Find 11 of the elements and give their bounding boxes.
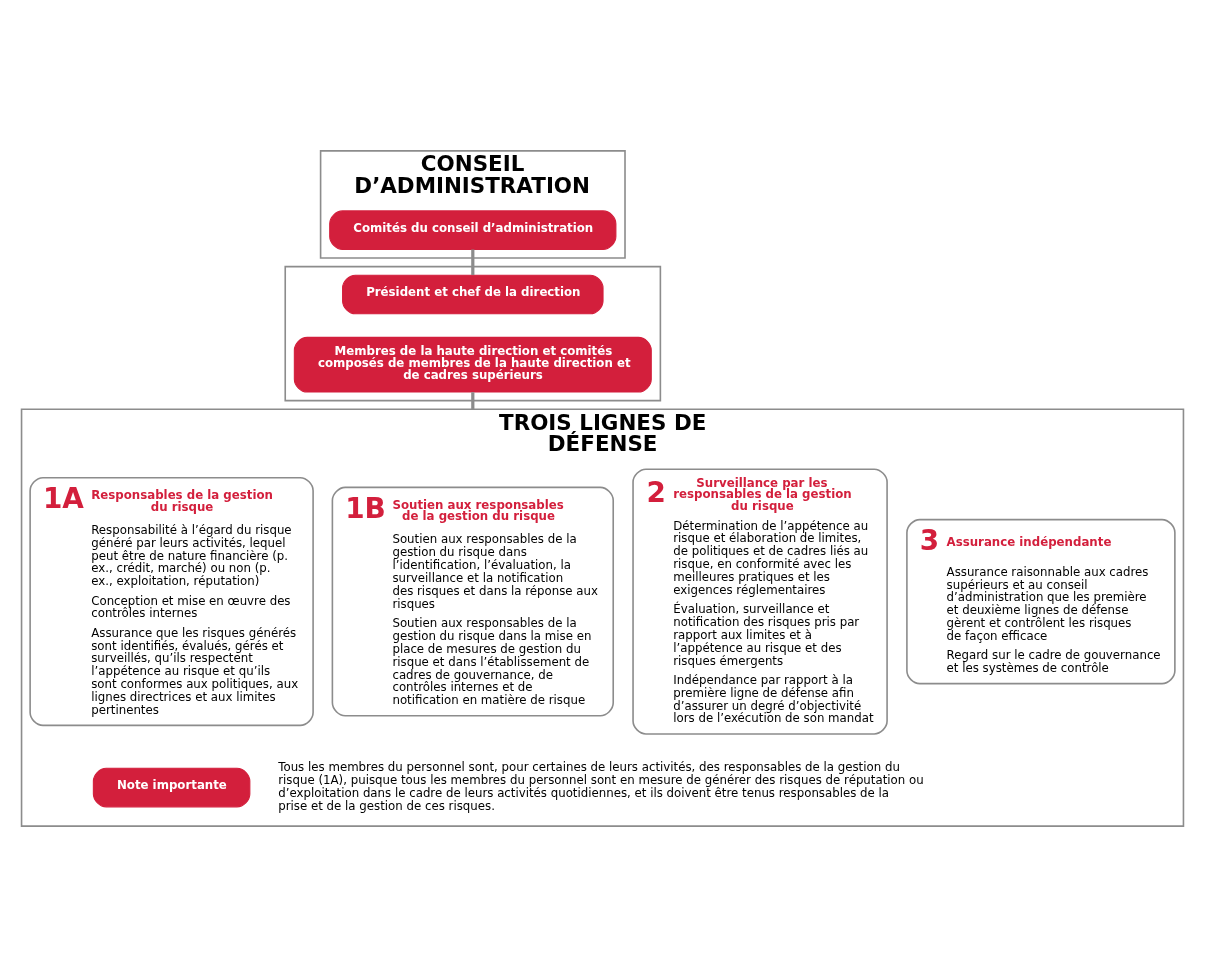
node-box: 2 Surveillance par les responsables de la gestion du risque Détermination de l’appétence au risque et élaboration de limites, de politiques et de cadres liés au risque, en conformité avec les meilleures pratiques et les exigences réglementaires Évaluation, surveillance et notification des risques pris par rapport aux limites et à l’appétence au risque et des risques émergents Indépendance par rapport à la première ligne de défense afin d’assurer un degré d’objectivité lors de l’exécution de son mandat [632, 468, 888, 735]
node-box: Membres de la haute direction et comités composés de membres de la haute direction et de cadres supérieurs [293, 336, 652, 393]
node-box: Note importante [92, 767, 251, 808]
cluster [284, 265, 662, 402]
node-label: Tous les membres du personnel sont, pour certaines de leurs activités, des responsables de la gestion du risque (1A), puisque tous les membres du personnel sont en mesure de générer des risques de réputation ou d’exploitation dans le cadre de leurs activités quotidiennes, et ils doivent être tenus responsables de la prise et de la gestion de ces risques. [278, 760, 924, 813]
connector [471, 392, 475, 410]
node-box: 1A Responsables de la gestion du risque Responsabilité à l’égard du risque généré par leurs activités, lequel peut être de nature financière (p. ex., crédit, marché) ou non (p. ex., exploitation, réputation) Conception et mise en œuvre des contrôles internes Assurance que les risques générés sont identifiés, évalués, gérés et surveillés, qu’ils respectent l’appétence au risque et qu’ils sont conformes aux politiques, aux lignes directrices et aux limites pertinentes [29, 476, 314, 727]
node-box: Comités du conseil d’administration [329, 210, 617, 250]
node-box: Président et chef de la direction [342, 274, 604, 315]
connector [471, 249, 475, 275]
node-box: 3 Assurance indépendante Assurance raisonnable aux cadres supérieurs et au conseil d’administration que les première et deuxième lignes de défense gèrent et contrôlent les risques de façon efficace Regard sur le cadre de gouvernance et les systèmes de contrôle [906, 518, 1176, 685]
